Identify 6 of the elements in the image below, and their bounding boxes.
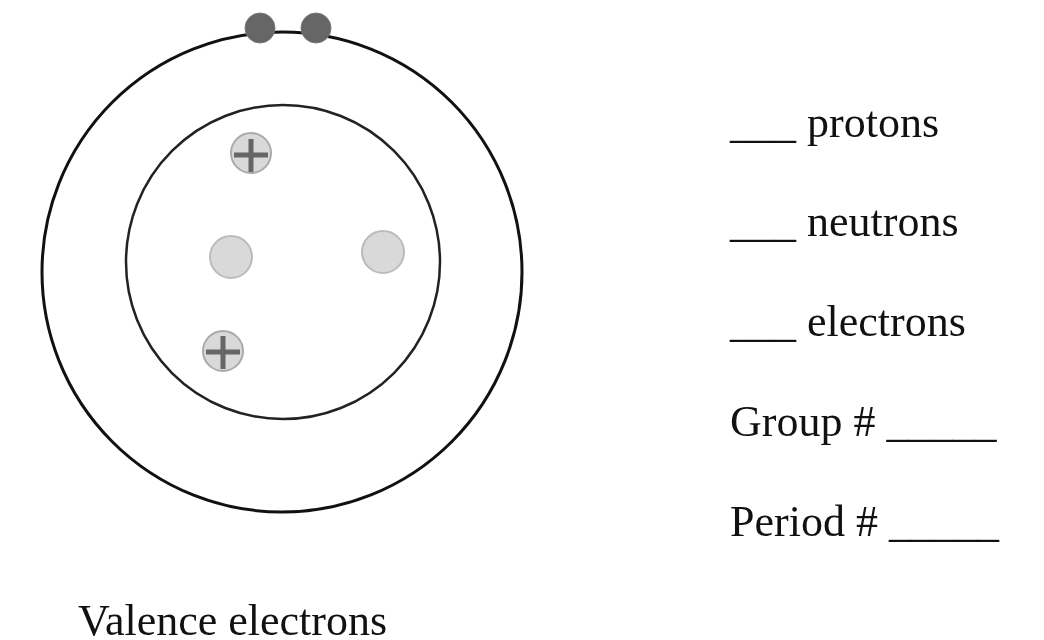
fill-in-label: ___ electrons [730, 297, 966, 347]
fill-in-label: ___ protons [730, 98, 939, 148]
fill-in-label: ___ neutrons [730, 197, 959, 247]
fill-in-label: Period # _____ [730, 497, 999, 547]
caption-label: Valence electrons [78, 596, 388, 640]
fill-in-label: Group # _____ [730, 397, 997, 447]
